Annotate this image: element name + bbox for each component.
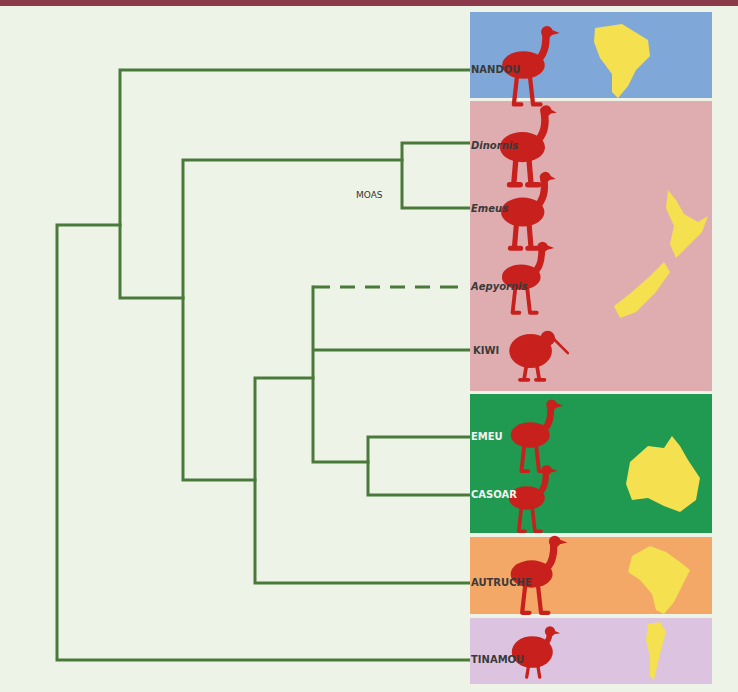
australia-map: [626, 436, 700, 512]
dinornis-silhouette: [500, 105, 557, 185]
kiwi-silhouette: [509, 331, 568, 380]
top-bar: [0, 0, 738, 6]
africa-map: [628, 546, 690, 614]
taxon-label: Emeus: [471, 203, 508, 215]
region-band-australia: EMEU CASOAR: [470, 394, 712, 533]
rhea-silhouette: [502, 26, 560, 104]
taxon-label: EMEU: [471, 431, 503, 443]
taxon-label: Dinornis: [471, 140, 518, 152]
region-band-south-america-tinamou: TINAMOU: [470, 618, 712, 684]
region-band-south-america: NANDOU: [470, 12, 712, 98]
south-america-map: [594, 24, 650, 98]
taxon-label: CASOAR: [471, 489, 517, 501]
taxon-label: KIWI: [473, 345, 499, 357]
region-band-new-zealand: DinornisEmeusAepyornisKIWI: [470, 101, 712, 391]
new-zealand-north-map: [666, 190, 708, 258]
taxon-label: TINAMOU: [471, 654, 524, 666]
tinamou-silhouette: [512, 626, 561, 677]
new-zealand-south-map: [614, 262, 670, 318]
taxon-label: Aepyornis: [471, 281, 528, 293]
taxon-label: NANDOU: [471, 64, 520, 76]
aepyornis-silhouette: [502, 242, 554, 313]
cassowary-silhouette: [509, 465, 558, 531]
clade-label: MOAS: [356, 189, 383, 201]
phylogenetic-tree: [57, 70, 470, 660]
emu-silhouette: [511, 399, 564, 471]
ostrich-silhouette: [511, 536, 568, 613]
emeus-silhouette: [501, 172, 556, 248]
taxon-label: AUTRUCHE: [471, 577, 532, 589]
region-band-africa: AUTRUCHE: [470, 537, 712, 614]
south-america-small-map: [646, 622, 666, 680]
